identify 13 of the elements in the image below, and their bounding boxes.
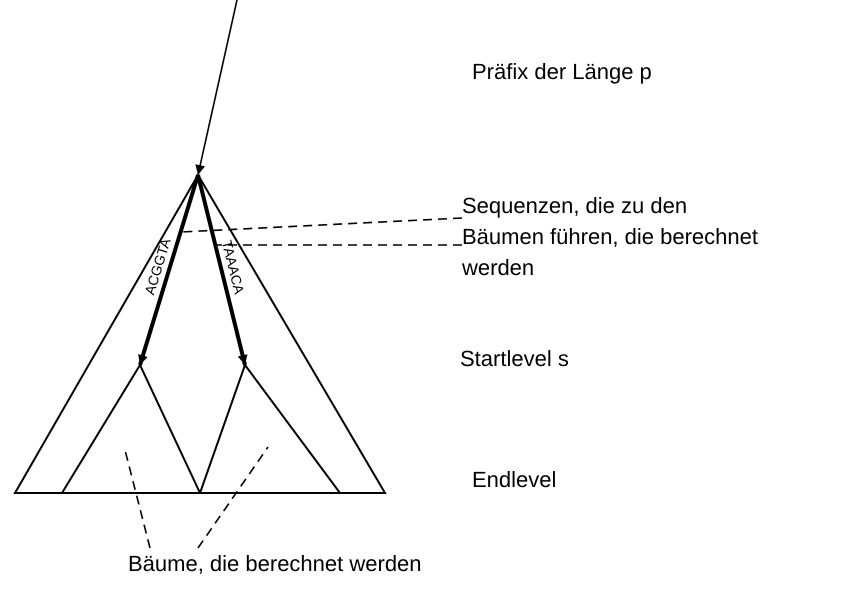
annotation-text: Bäume, die berechnet werden bbox=[128, 548, 488, 580]
arrow bbox=[196, 174, 248, 366]
leader-line bbox=[216, 244, 462, 246]
arrow bbox=[195, 0, 238, 176]
annotation-text: Sequenzen, die zu den Bäumen führen, die berechnet werden bbox=[462, 190, 770, 285]
leader-line bbox=[197, 446, 269, 548]
level-label: Endlevel bbox=[472, 466, 556, 494]
edge-label: TAAACA bbox=[218, 238, 248, 296]
leader-line bbox=[124, 450, 151, 548]
arrow bbox=[138, 174, 200, 366]
level-label: Präfix der Länge p bbox=[472, 58, 652, 86]
level-label: Startlevel s bbox=[460, 345, 569, 373]
leader-line bbox=[180, 217, 462, 233]
